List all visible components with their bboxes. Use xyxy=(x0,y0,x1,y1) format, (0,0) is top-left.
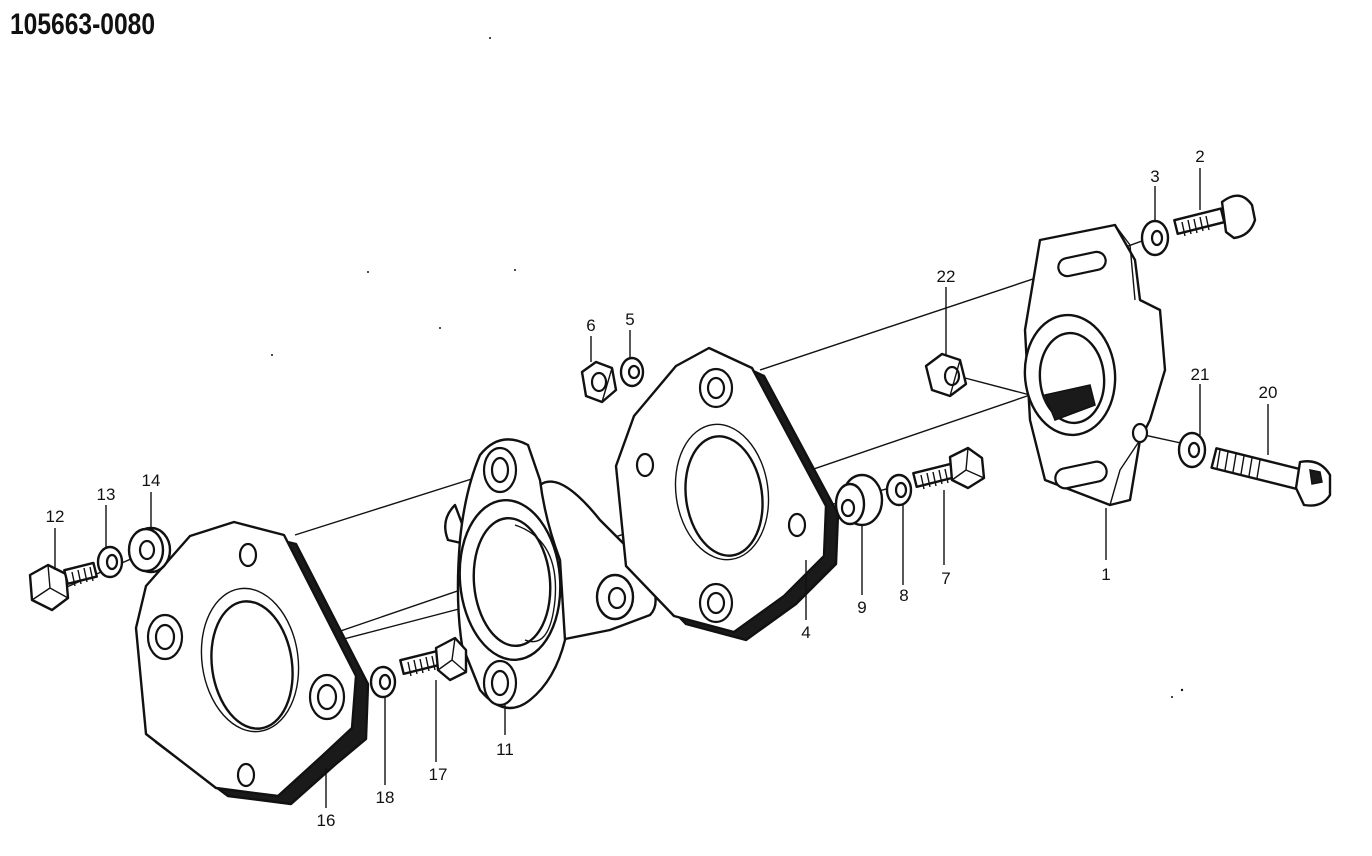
callout-2: 2 xyxy=(1195,147,1204,166)
callout-1: 1 xyxy=(1101,565,1110,584)
callout-12: 12 xyxy=(46,507,65,526)
scan-specks xyxy=(271,37,1184,698)
flat-washer-21 xyxy=(1177,431,1207,469)
callout-14: 14 xyxy=(142,471,161,490)
spring-washer-5 xyxy=(619,356,645,388)
hex-bolt-2 xyxy=(1173,194,1257,240)
hex-bolt-12 xyxy=(28,561,99,612)
callout-leaders xyxy=(54,168,1269,808)
callout-17: 17 xyxy=(429,765,448,784)
callout-5: 5 xyxy=(625,310,634,329)
callout-labels: 1 2 3 4 5 6 7 8 9 11 12 13 14 16 17 18 2… xyxy=(46,147,1278,830)
flanged-housing-11 xyxy=(444,438,657,710)
callout-3: 3 xyxy=(1150,167,1159,186)
flat-washer-3 xyxy=(1140,219,1170,257)
bushing-9 xyxy=(834,473,884,527)
callout-7: 7 xyxy=(941,569,950,588)
slotted-bracket-1 xyxy=(1023,223,1167,507)
hex-bolt-7 xyxy=(912,446,986,490)
socket-head-bolt-20 xyxy=(1210,447,1332,507)
callout-8: 8 xyxy=(899,586,908,605)
callout-4: 4 xyxy=(801,623,810,642)
callout-13: 13 xyxy=(97,485,116,504)
spring-washer-18 xyxy=(369,665,397,699)
callout-18: 18 xyxy=(376,788,395,807)
callout-21: 21 xyxy=(1191,365,1210,384)
flat-washer-14 xyxy=(127,526,172,574)
spring-washer-8 xyxy=(885,473,913,507)
flange-plate-16 xyxy=(134,520,370,806)
hex-nut-6 xyxy=(580,360,618,404)
callout-9: 9 xyxy=(857,598,866,617)
callout-6: 6 xyxy=(586,316,595,335)
callout-20: 20 xyxy=(1259,383,1278,402)
hex-nut-22 xyxy=(924,352,968,398)
callout-22: 22 xyxy=(937,267,956,286)
spring-washer-13 xyxy=(96,545,124,579)
callout-11: 11 xyxy=(496,740,514,759)
callout-16: 16 xyxy=(317,811,336,830)
hex-bolt-17 xyxy=(399,636,468,682)
flange-plate-4 xyxy=(614,346,840,642)
part-number-title: 105663-0080 xyxy=(10,8,156,41)
